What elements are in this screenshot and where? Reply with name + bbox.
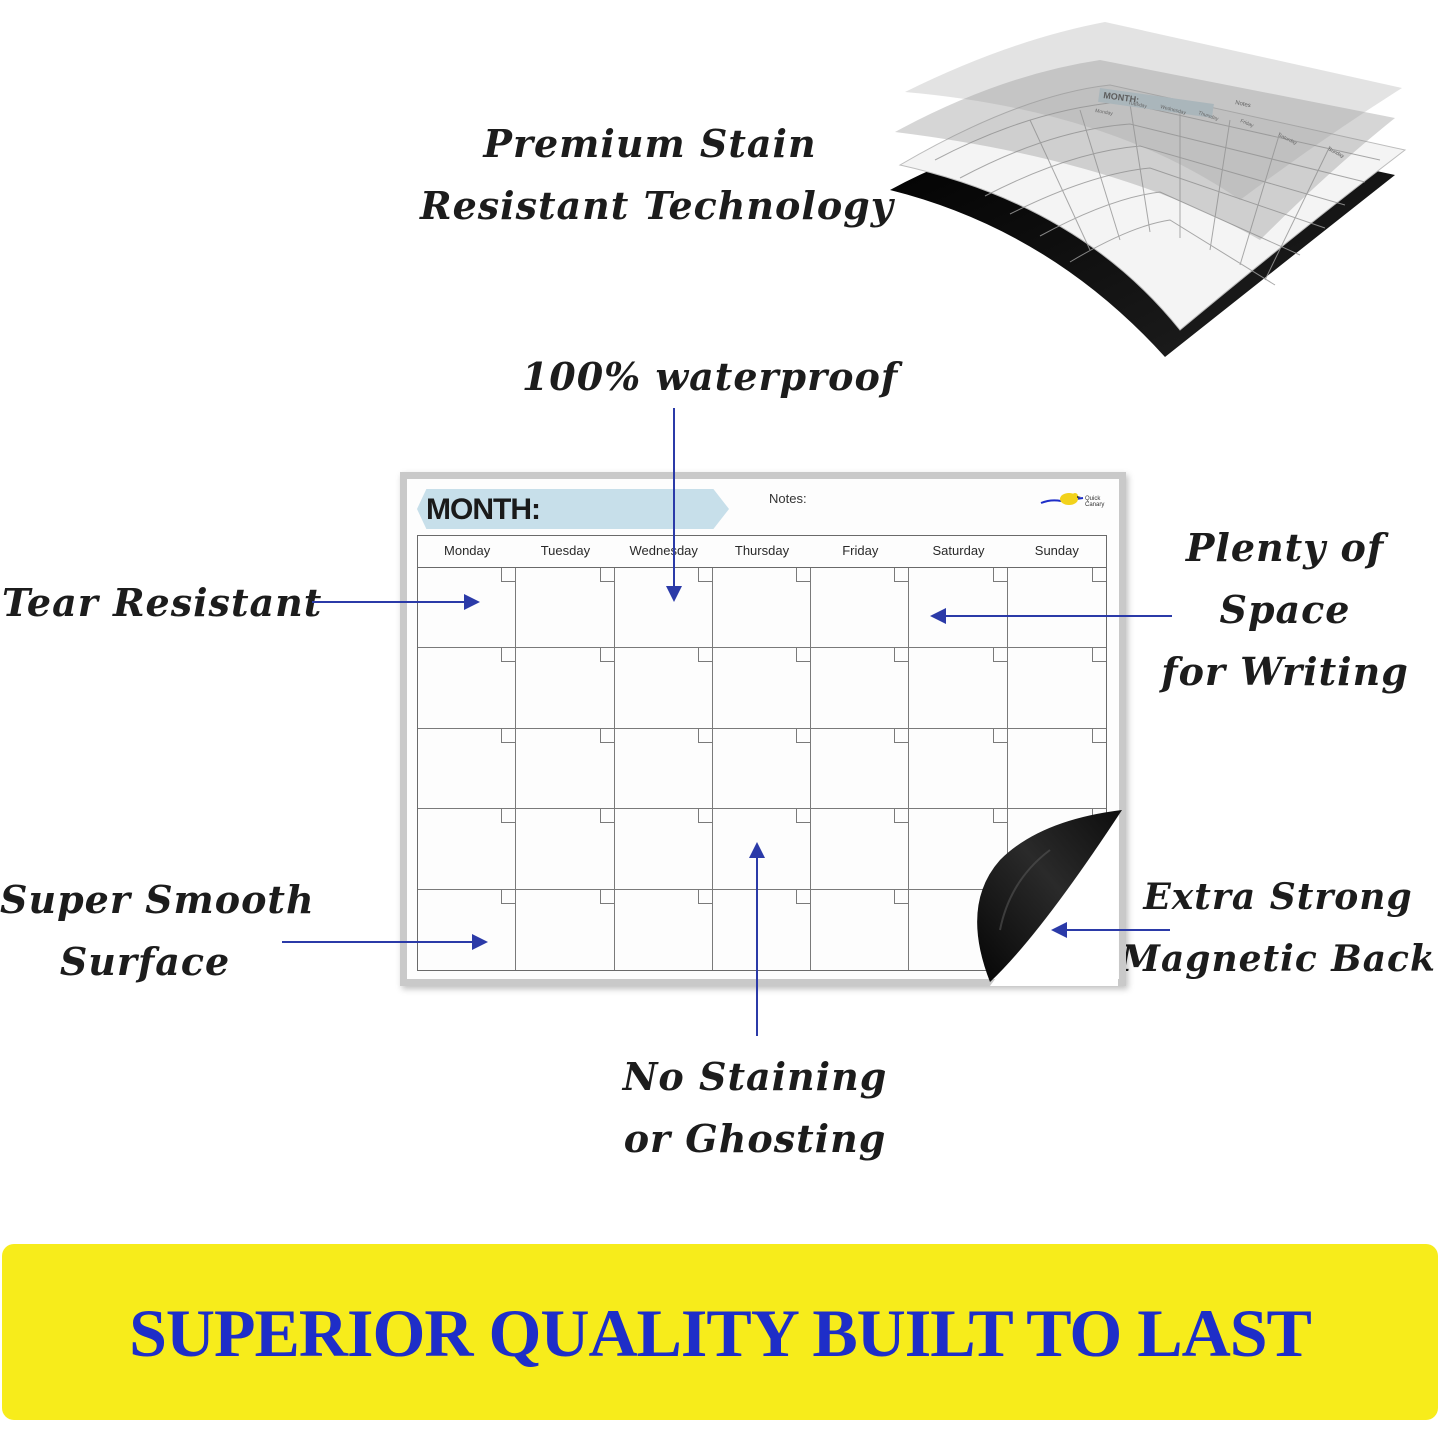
calendar-day-cell [516,809,615,890]
feature-line: Super Smooth [0,877,315,922]
feature-writing-space: Plenty of Space for Writing [1150,517,1420,703]
feature-line: Magnetic Back [1120,938,1436,980]
feature-line: Premium Stain [483,121,817,166]
weekday-label: Saturday [932,543,985,558]
weekday-label: Friday [842,543,879,558]
calendar-day-cell [909,809,1008,890]
laminate-layer [895,60,1395,240]
magnetic-corner-icon [977,810,1122,982]
calendar-day-cell [1007,648,1107,729]
calendar-day-cell [418,809,517,890]
feature-line: or Ghosting [623,1116,887,1161]
calendar-day-cell [614,728,713,810]
calendar-day-cell [909,648,1008,729]
preview-notes-label: Notes [1235,100,1252,109]
calendar-day-cell [712,648,812,729]
calendar-day-cell [614,809,713,890]
feature-line: 100% waterproof [521,354,899,399]
feature-magnetic-back: Extra Strong Magnetic Back [1118,866,1438,990]
feature-smooth-surface: Super Smooth Surface [0,869,315,993]
feature-line: Plenty of [1185,525,1385,570]
canary-bird-icon: Quick Canary [1039,489,1111,515]
calendar-day-cell [909,568,1008,649]
calendar-day-cell [713,889,812,970]
arrows-and-corner [282,408,1172,1036]
feature-line: No Staining [622,1054,888,1099]
laminate-layer [905,22,1402,200]
logo-text-line: Canary [1085,502,1105,508]
feature-line: Extra Strong [1143,876,1413,918]
weekday-header: Monday Tuesday Wednesday Thursday Friday… [418,536,1106,568]
calendar-day-cell [615,889,713,970]
weekday-label: Monday [444,543,491,558]
calendar-day-cell [516,728,615,810]
calendar-day-cell [418,728,517,810]
weekday-label: Tuesday [540,543,591,558]
feature-tear-resistant: Tear Resistant [2,572,323,634]
quality-banner: SUPERIOR QUALITY BUILT TO LAST [2,1244,1438,1420]
feature-line: Resistant Technology [420,183,894,228]
logo-text-line: Quick [1085,496,1101,502]
preview-day: Monday [1095,108,1114,117]
feature-waterproof: 100% waterproof [520,346,900,408]
calendar-day-cell [516,889,615,970]
calendar-day-cell [811,889,910,970]
calendar-day-cell [1007,568,1107,649]
calendar-day-cell [811,809,910,890]
calendar-day-cell [1007,728,1107,810]
weekday-label: Thursday [734,543,790,558]
calendar-day-cell [909,728,1008,810]
calendar-day-cell [811,648,910,729]
calendar-day-cell [516,568,615,649]
calendar-day-cell [712,568,812,649]
calendar-day-cell [614,568,713,649]
calendar-day-cell [614,648,713,729]
calendar-day-cell [811,728,910,810]
feature-no-staining: No Staining or Ghosting [620,1046,890,1170]
feature-stain-resistant: Premium Stain Resistant Technology [420,113,894,237]
calendar-day-cell [418,648,517,729]
calendar-day-cell [811,568,910,649]
notes-label: Notes: [769,491,807,506]
month-banner [417,489,729,529]
calendar-day-cell [418,889,517,970]
banner-text: SUPERIOR QUALITY BUILT TO LAST [129,1295,1312,1371]
calendar-day-cell [516,648,615,729]
layers-illustration: MONTH: Notes Monday Tuesday Wednesday Th… [890,22,1407,357]
paper-layer [898,84,1407,331]
calendar-day-cell [712,809,812,890]
calendar-day-cell [712,728,812,810]
feature-line: Space [1219,587,1351,632]
weekday-label: Sunday [1034,543,1079,558]
feature-line: Tear Resistant [2,580,323,625]
preview-month-label: MONTH: [1103,90,1140,105]
month-label: MONTH: [426,493,541,526]
feature-line: for Writing [1161,649,1409,694]
preview-day: Tuesday [1128,100,1148,110]
preview-day: Friday [1239,118,1255,129]
calendar-day-cell [418,568,517,649]
feature-line: Surface [59,939,231,984]
weekday-label: Wednesday [629,543,698,558]
